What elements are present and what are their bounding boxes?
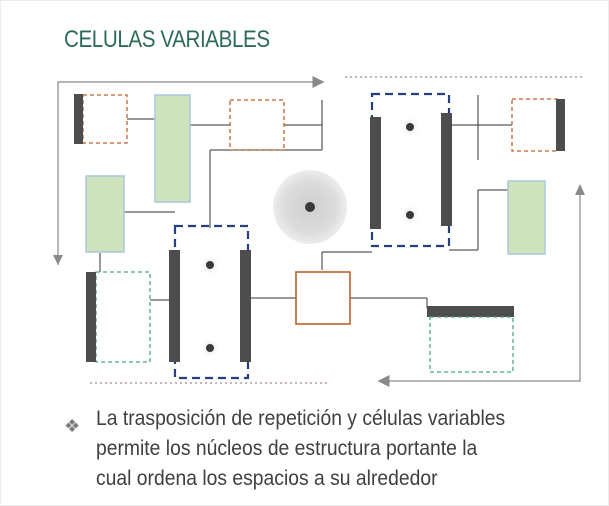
circulation-arrow-bottom [377, 195, 581, 387]
dashed-cell-orange-topleft [82, 94, 128, 144]
wall-bottomleft [86, 272, 96, 362]
core-upper-column-2 [406, 211, 414, 219]
green-cell-left [85, 175, 125, 253]
caption-text: La trasposición de repetición y células … [96, 404, 547, 494]
cell-diagram [53, 76, 585, 387]
core-lower-wall-right [240, 250, 251, 362]
arrowhead-down-left [53, 255, 63, 265]
dashed-cell-orange-middle [229, 99, 285, 151]
dashed-cell-teal-right [429, 316, 514, 373]
central-core-dot [305, 202, 315, 212]
wall-topleft [74, 94, 83, 144]
core-upper-column-1 [406, 123, 414, 131]
green-cell-tall [154, 94, 191, 203]
circulation-arrow-top [57, 76, 325, 265]
dashed-cell-orange-right [511, 98, 558, 152]
slide-title: CELULAS VARIABLES [64, 26, 270, 53]
caption-line: La trasposición de repetición y células … [96, 407, 506, 430]
green-cell-right [507, 180, 546, 255]
core-upper-wall-right [441, 113, 452, 226]
bullet-icon: ❖ [64, 416, 81, 436]
wall-bottomright [427, 306, 514, 317]
arrowhead-up-right [575, 184, 585, 195]
solid-cell-orange [295, 271, 351, 325]
core-lower-column-2 [206, 344, 214, 352]
caption-line: cual ordena los espacios a su alrededor [96, 467, 438, 490]
core-lower-wall-left [169, 250, 180, 362]
caption-line: permite los núcleos de estructura portan… [96, 437, 478, 460]
dashed-cell-teal-left [95, 271, 151, 363]
core-upper-wall-left [370, 117, 381, 229]
core-lower-column-1 [206, 261, 214, 269]
wall-right [556, 99, 565, 151]
